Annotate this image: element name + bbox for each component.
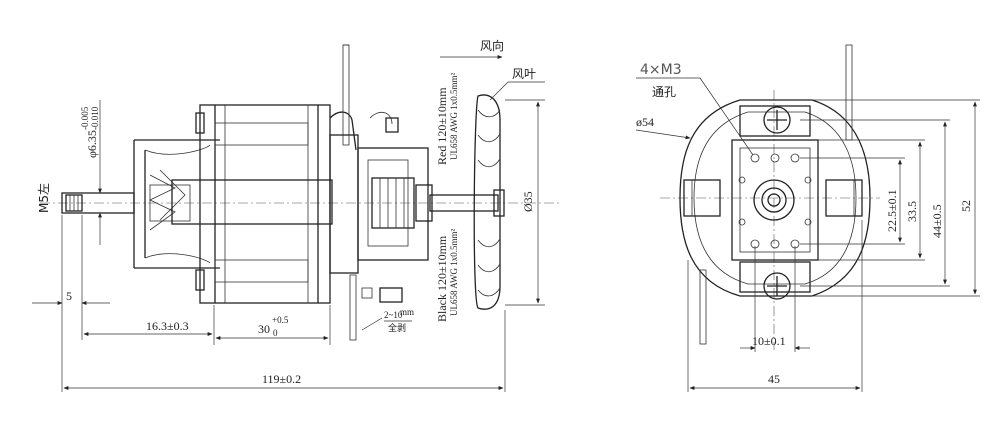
mount-screw-bottom xyxy=(763,272,791,300)
end-bracket xyxy=(133,139,220,269)
dim-5-label: 5 xyxy=(66,289,72,303)
fan-blade xyxy=(473,94,505,310)
brush-assembly xyxy=(329,111,433,303)
outer-diameter-label: ø54 xyxy=(636,115,654,129)
dim-52-label: 52 xyxy=(959,200,973,212)
dim-119-label: 119±0.2 xyxy=(262,372,301,386)
black-lead-label: Black 120±10mm xyxy=(435,235,449,322)
shaft xyxy=(61,192,499,214)
dim-30-tol-lower: 0 xyxy=(273,328,278,338)
red-lead-spec: UL658 AWG 1x0.5mm² xyxy=(449,72,459,160)
wind-direction-label: 风向 xyxy=(480,38,504,53)
red-lead-label: Red 120±10mm xyxy=(435,87,449,165)
thread-label: M5左 xyxy=(36,183,51,213)
fan-diameter-label: Ø35 xyxy=(521,191,535,212)
dim-22-5-label: 22.5±0.1 xyxy=(885,189,899,232)
dim-44-label: 44±0.5 xyxy=(930,204,944,238)
strip-length-label: 2~10 xyxy=(384,310,403,320)
dim-30-tol-upper: +0.5 xyxy=(272,315,289,325)
dim-33-5-label: 33.5 xyxy=(905,201,919,222)
shaft-tol-lower: -0.010 xyxy=(90,106,100,130)
strip-full-label: 全剥 xyxy=(388,322,406,333)
strip-unit-label: mm xyxy=(400,307,414,317)
mount-screw-top xyxy=(763,106,791,134)
dim-10-label: 10±0.1 xyxy=(752,334,786,348)
black-lead-spec: UL658 AWG 1x0.5mm² xyxy=(449,228,459,316)
dim-45-label: 45 xyxy=(768,372,780,386)
side-view: 风向 风叶 Ø35 φ6.35 -0.005 -0.010 M5左 Red 12… xyxy=(32,38,560,392)
dim-30-label: 30 xyxy=(258,322,270,336)
m3-holes xyxy=(738,153,812,249)
lead-wires xyxy=(342,44,357,341)
holes-label: 4×M3 xyxy=(640,62,682,78)
mounting-plate xyxy=(731,139,819,261)
fan-blade-label: 风叶 xyxy=(512,67,536,81)
dim-16-3-label: 16.3±0.3 xyxy=(146,319,189,333)
bearing-hub xyxy=(753,179,795,221)
through-hole-label: 通孔 xyxy=(652,85,676,99)
shaft-diameter-label: φ6.35 xyxy=(85,130,99,158)
front-view: 4×M3 通孔 ø54 22.5±0.1 33.5 44±0.5 52 10 xyxy=(635,44,980,392)
stator xyxy=(171,104,333,304)
shaft-tol-upper: -0.005 xyxy=(80,106,90,130)
